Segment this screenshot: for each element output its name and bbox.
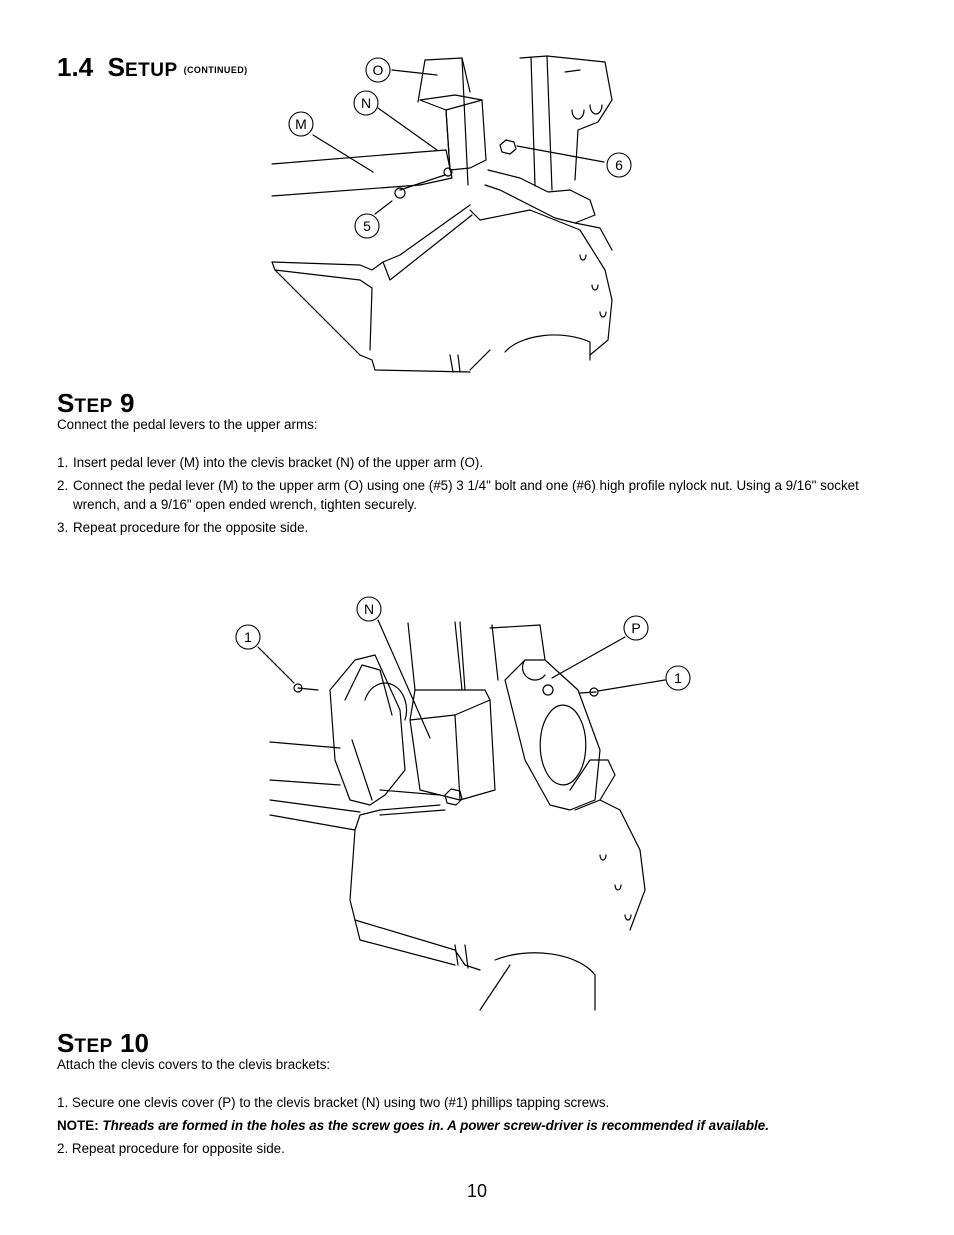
step-9-title-rest: TEP bbox=[74, 396, 113, 417]
callout-N-circle bbox=[353, 90, 379, 116]
callout-1-left-label: 1 bbox=[244, 629, 252, 645]
note-text: Threads are formed in the holes as the s… bbox=[102, 1118, 769, 1133]
note-label: NOTE: bbox=[57, 1118, 99, 1133]
callout-6-circle bbox=[606, 152, 632, 178]
callout-M-circle bbox=[288, 111, 314, 137]
callout-N-label: N bbox=[361, 95, 371, 111]
callout-O-circle bbox=[365, 57, 391, 83]
step-10-item-2: 2. Repeat procedure for opposite side. bbox=[57, 1141, 285, 1156]
callout-1-right-label: 1 bbox=[674, 670, 682, 686]
step-9-title: STEP 9 bbox=[57, 389, 135, 421]
callout-6-label: 6 bbox=[615, 157, 623, 173]
section-continued: (CONTINUED) bbox=[183, 65, 248, 75]
step-10-title: STEP 10 bbox=[57, 1029, 149, 1061]
diagram-pedal-lever-assembly: O N M 6 5 bbox=[271, 55, 632, 373]
step-10-intro: Attach the clevis covers to the clevis b… bbox=[57, 1057, 331, 1072]
section-word-rest: ETUP bbox=[124, 60, 178, 81]
callout-O-label: O bbox=[373, 62, 384, 78]
diagram-clevis-cover-assembly: N 1 P 1 bbox=[235, 596, 691, 1011]
callout-P-circle bbox=[623, 615, 649, 641]
step-9-item-3: 3.Repeat procedure for the opposite side… bbox=[57, 520, 309, 535]
callout-M-label: M bbox=[295, 116, 307, 132]
step-10-note: NOTE: Threads are formed in the holes as… bbox=[57, 1116, 917, 1135]
callout-1-left-circle bbox=[235, 624, 261, 650]
section-title: 1.4 SETUP (CONTINUED) bbox=[57, 52, 248, 86]
callout-1-right-circle bbox=[665, 665, 691, 691]
step-10-title-first: S bbox=[57, 1028, 75, 1058]
step-10-item-1: 1. Secure one clevis cover (P) to the cl… bbox=[57, 1095, 610, 1110]
step-9-item-1: 1.Insert pedal lever (M) into the clevis… bbox=[57, 455, 484, 470]
callout-N-circle bbox=[356, 596, 382, 622]
section-word-first: S bbox=[107, 52, 125, 82]
section-number: 1.4 bbox=[57, 52, 94, 82]
page-number: 10 bbox=[466, 1181, 488, 1201]
step-9-item-2: 2.Connect the pedal lever (M) to the upp… bbox=[57, 478, 859, 512]
step-9-title-first: S bbox=[57, 388, 75, 418]
callout-5-label: 5 bbox=[363, 218, 371, 234]
step-10-number: 10 bbox=[120, 1028, 149, 1058]
callout-N-label: N bbox=[364, 601, 374, 617]
step-9-intro: Connect the pedal levers to the upper ar… bbox=[57, 417, 318, 432]
step-10-title-rest: TEP bbox=[74, 1036, 113, 1057]
callout-5-circle bbox=[354, 213, 380, 239]
callout-P-label: P bbox=[631, 620, 640, 636]
step-9-list: 1.Insert pedal lever (M) into the clevis… bbox=[57, 453, 877, 537]
step-9-number: 9 bbox=[120, 388, 135, 418]
